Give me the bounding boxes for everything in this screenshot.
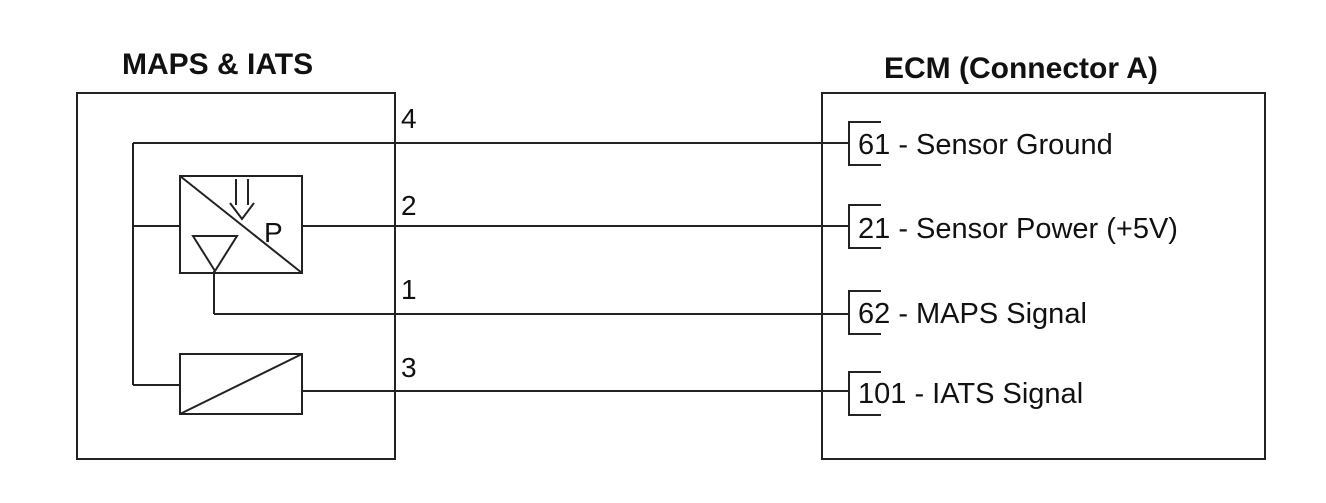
ecm-title: ECM (Connector A) <box>884 52 1158 85</box>
map-sensor-symbol: P <box>179 175 303 274</box>
pin-number-4: 4 <box>401 103 417 134</box>
sensor-common-bus <box>132 143 180 386</box>
pin-number-3: 3 <box>401 352 417 383</box>
iat-sensor-symbol <box>179 353 303 415</box>
wire-sensor-ground <box>133 121 881 166</box>
terminal-sensor-ground: 61 - Sensor Ground <box>858 129 1113 161</box>
terminal-maps-signal: 62 - MAPS Signal <box>858 298 1087 330</box>
wire-sensor-power <box>302 204 881 249</box>
terminal-iats-signal: 101 - IATS Signal <box>858 378 1083 410</box>
pressure-symbol-label: P <box>264 217 283 248</box>
maps-iats-box <box>76 92 396 460</box>
maps-iats-title: MAPS & IATS <box>122 48 313 81</box>
terminal-sensor-power: 21 - Sensor Power (+5V) <box>858 213 1178 245</box>
pin-number-2: 2 <box>401 190 417 221</box>
wire-maps-signal <box>214 290 881 335</box>
pin-number-1: 1 <box>401 274 417 305</box>
ecm-box <box>821 92 1266 460</box>
wire-iats-signal <box>302 371 881 416</box>
